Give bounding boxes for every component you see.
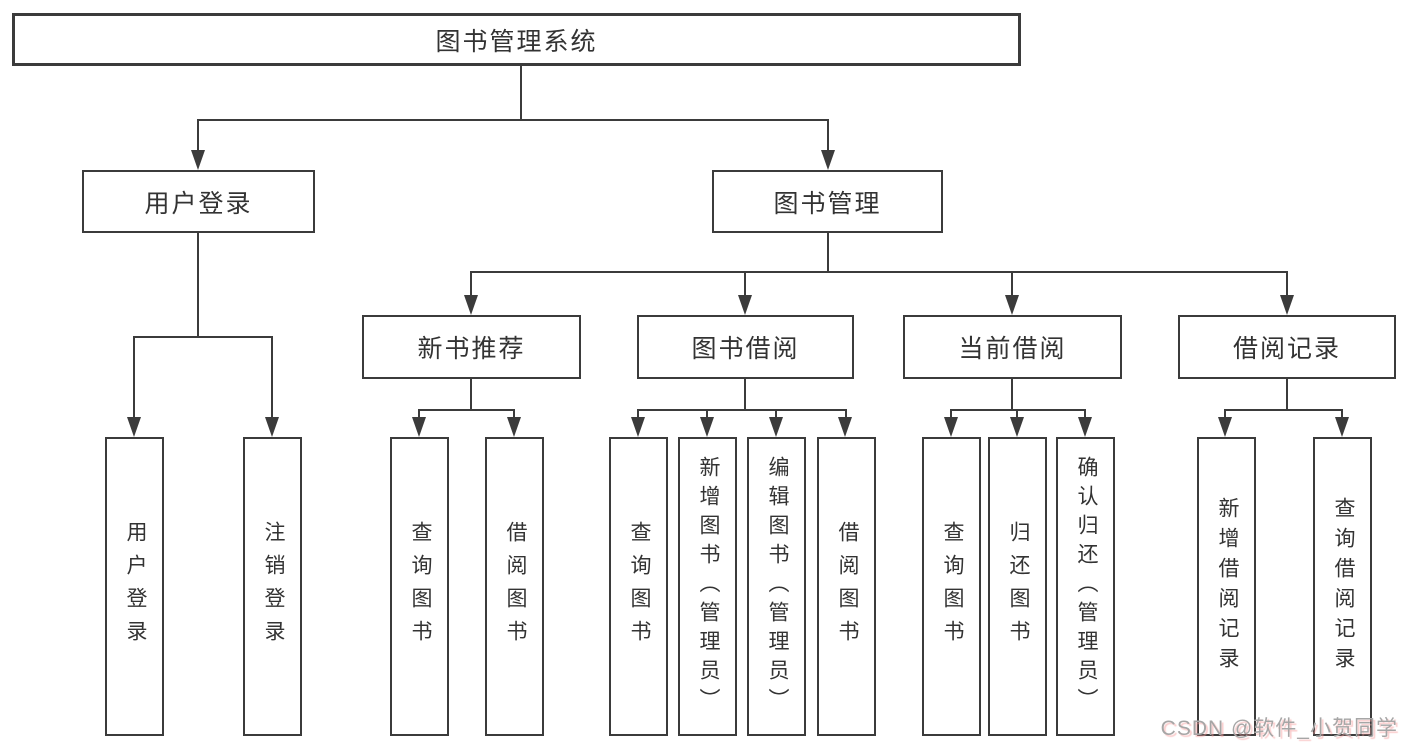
connector-vertical [706, 409, 708, 419]
connector-vertical [775, 409, 777, 419]
connector-vertical [1286, 271, 1288, 299]
leaf-node-query-borrow-record: 查询借阅记录 [1313, 437, 1372, 736]
connector-vertical [418, 409, 420, 419]
arrow-down-icon [191, 150, 205, 170]
connector-vertical [827, 233, 829, 271]
connector-vertical [470, 271, 472, 299]
connector-horizontal [197, 119, 829, 121]
connector-vertical [744, 379, 746, 411]
leaf-node-query-books: 查询图书 [390, 437, 449, 736]
connector-vertical [470, 379, 472, 411]
connector-vertical [1011, 271, 1013, 299]
arrow-down-icon [821, 150, 835, 170]
arrow-down-icon [700, 417, 714, 437]
arrow-down-icon [1010, 417, 1024, 437]
arrow-down-icon [127, 417, 141, 437]
node-user-login: 用户登录 [82, 170, 315, 233]
leaf-node-query-books-3: 查询图书 [922, 437, 981, 736]
connector-vertical [637, 409, 639, 419]
connector-vertical [1224, 409, 1226, 419]
arrow-down-icon [631, 417, 645, 437]
node-book-borrow-label: 图书借阅 [691, 335, 800, 363]
leaf-node-edit-books-admin: 编辑图书（管理员） [747, 437, 806, 736]
node-root-label: 图书管理系统 [435, 27, 598, 56]
connector-vertical [744, 271, 746, 299]
leaf-node-borrow-books: 借阅图书 [485, 437, 544, 736]
arrow-down-icon [838, 417, 852, 437]
leaf-node-query-books-2: 查询图书 [609, 437, 668, 736]
node-new-book-recommend-label: 新书推荐 [417, 335, 526, 363]
connector-horizontal [419, 409, 515, 411]
connector-horizontal [637, 409, 847, 411]
connector-vertical [520, 66, 522, 119]
arrow-down-icon [1078, 417, 1092, 437]
connector-vertical [513, 409, 515, 419]
connector-vertical [197, 119, 199, 153]
arrow-down-icon [507, 417, 521, 437]
connector-vertical [271, 336, 273, 420]
leaf-node-add-books-admin: 新增图书（管理员） [678, 437, 737, 736]
arrow-down-icon [1280, 295, 1294, 315]
arrow-down-icon [265, 417, 279, 437]
leaf-node-return-books: 归还图书 [988, 437, 1047, 736]
node-book-management: 图书管理 [712, 170, 943, 233]
connector-horizontal [470, 271, 1288, 273]
leaf-node-add-borrow-record: 新增借阅记录 [1197, 437, 1256, 736]
leaf-node-borrow-books-2: 借阅图书 [817, 437, 876, 736]
leaf-node-logout: 注销登录 [243, 437, 302, 736]
connector-horizontal [133, 336, 273, 338]
arrow-down-icon [738, 295, 752, 315]
connector-horizontal [950, 409, 1086, 411]
connector-vertical [133, 336, 135, 420]
node-borrow-records-label: 借阅记录 [1232, 335, 1341, 363]
connector-vertical [197, 233, 199, 336]
node-user-login-label: 用户登录 [144, 189, 253, 218]
leaf-node-user-login: 用户登录 [105, 437, 164, 736]
watermark: CSDN @软件_小贺同学 [1160, 717, 1398, 740]
node-borrow-records: 借阅记录 [1178, 315, 1396, 379]
arrow-down-icon [769, 417, 783, 437]
connector-vertical [845, 409, 847, 419]
arrow-down-icon [464, 295, 478, 315]
node-book-management-label: 图书管理 [773, 189, 882, 218]
arrow-down-icon [1335, 417, 1349, 437]
connector-vertical [1011, 379, 1013, 411]
node-current-borrow: 当前借阅 [903, 315, 1122, 379]
arrow-down-icon [412, 417, 426, 437]
connector-vertical [1084, 409, 1086, 419]
arrow-down-icon [1005, 295, 1019, 315]
connector-vertical [1286, 379, 1288, 411]
connector-vertical [1016, 409, 1018, 419]
arrow-down-icon [1218, 417, 1232, 437]
node-book-borrow: 图书借阅 [637, 315, 854, 379]
node-root: 图书管理系统 [12, 13, 1021, 66]
leaf-node-confirm-return-admin: 确认归还（管理员） [1056, 437, 1115, 736]
connector-horizontal [1224, 409, 1343, 411]
arrow-down-icon [944, 417, 958, 437]
connector-vertical [1341, 409, 1343, 419]
connector-vertical [827, 119, 829, 153]
node-current-borrow-label: 当前借阅 [958, 335, 1067, 363]
node-new-book-recommend: 新书推荐 [362, 315, 581, 379]
connector-vertical [950, 409, 952, 419]
